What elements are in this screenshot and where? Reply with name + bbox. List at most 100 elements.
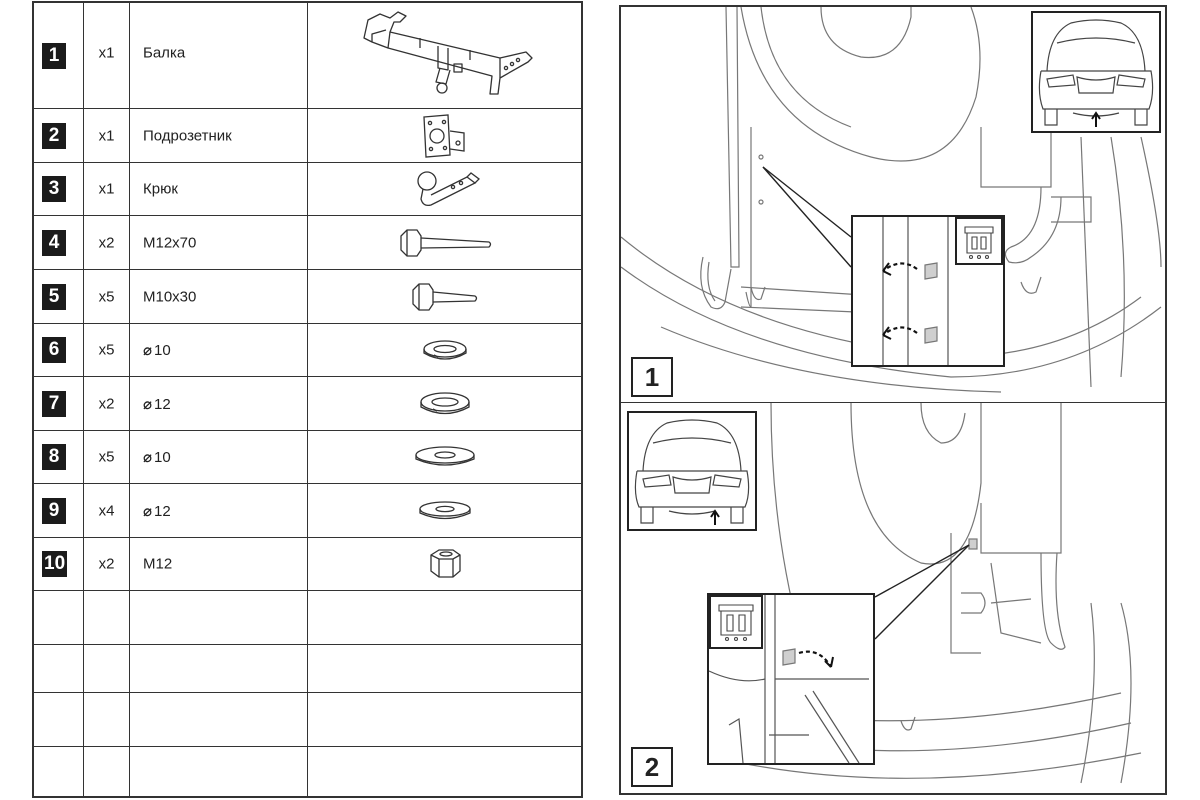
- part-row-4: 4 x2 М12х70: [34, 216, 581, 270]
- part-row-3: 3 x1 Крюк: [34, 163, 581, 216]
- part-name-cell: Крюк: [130, 163, 308, 215]
- part-qty-cell: x2: [84, 538, 130, 590]
- part-name-cell: М10х30: [130, 270, 308, 323]
- callout-lines: [762, 166, 852, 268]
- car-rear-drawing: [634, 419, 750, 525]
- part-row-1: 1 x1 Балка: [34, 3, 581, 109]
- part-qty-cell: x2: [84, 216, 130, 269]
- step-1-panel: 1: [621, 7, 1165, 403]
- part-number-badge: 10: [42, 551, 68, 577]
- part-qty: x1: [98, 44, 115, 62]
- part-name-wrap: ⌀10: [143, 448, 171, 466]
- tow-ball-hook-icon: [416, 171, 480, 207]
- part-name: 12: [154, 395, 171, 413]
- empty-cell: [130, 591, 308, 644]
- part-number-badge: 8: [42, 444, 66, 470]
- towbar-beam-icon: [362, 10, 533, 95]
- empty-row: [34, 645, 581, 693]
- car-rear-view-thumbnail: [1031, 11, 1161, 133]
- empty-cell: [308, 693, 581, 746]
- part-qty-cell: x1: [84, 163, 130, 215]
- part-name: Балка: [143, 44, 186, 62]
- part-number-cell: 9: [34, 484, 84, 537]
- bracket-thumbnail-drawing: [718, 604, 754, 642]
- part-number-badge: 3: [42, 176, 66, 202]
- part-name-wrap: ⌀12: [143, 502, 171, 520]
- car-rear-drawing: [1038, 19, 1154, 127]
- bracket-detail-thumbnail: [709, 595, 763, 649]
- part-qty-cell: x2: [84, 377, 130, 430]
- diameter-symbol: ⌀: [143, 449, 153, 466]
- part-qty-cell: x1: [84, 109, 130, 162]
- part-qty: x5: [98, 288, 115, 305]
- part-image-cell: [308, 109, 581, 162]
- part-name-cell: ⌀10: [130, 431, 308, 483]
- empty-row: [34, 591, 581, 645]
- part-qty-cell: x5: [84, 431, 130, 483]
- empty-cell: [308, 747, 581, 796]
- part-name-cell: М12х70: [130, 216, 308, 269]
- part-image-cell: [308, 377, 581, 430]
- part-number-badge: 5: [42, 283, 66, 310]
- empty-cell: [34, 645, 84, 692]
- part-qty: x5: [98, 448, 115, 466]
- empty-cell: [34, 747, 84, 796]
- spring-washer-icon: [419, 391, 470, 414]
- part-qty: x4: [98, 502, 115, 519]
- part-image-cell: [308, 431, 581, 483]
- part-name: М10х30: [143, 288, 197, 305]
- part-image-cell: [308, 216, 581, 269]
- spring-washer-icon: [422, 340, 467, 360]
- part-qty-cell: x4: [84, 484, 130, 537]
- part-number-badge: 2: [42, 122, 66, 149]
- diameter-symbol: ⌀: [143, 342, 153, 359]
- part-image-cell: [308, 3, 581, 108]
- part-name-wrap: ⌀10: [143, 341, 171, 359]
- part-row-10: 10 x2 М12: [34, 538, 581, 591]
- part-number-badge: 9: [42, 497, 66, 524]
- part-row-8: 8 x5 ⌀10: [34, 431, 581, 484]
- part-name-cell: М12: [130, 538, 308, 590]
- empty-cell: [84, 645, 130, 692]
- part-row-7: 7 x2 ⌀12: [34, 377, 581, 431]
- part-row-5: 5 x5 М10х30: [34, 270, 581, 324]
- installation-diagrams: 1: [619, 5, 1167, 795]
- bolt-short-icon: [411, 282, 477, 311]
- part-qty: x2: [98, 234, 115, 251]
- part-name-cell: ⌀10: [130, 324, 308, 376]
- part-number-badge: 6: [42, 337, 66, 363]
- diameter-symbol: ⌀: [143, 395, 153, 413]
- bracket-thumbnail-drawing: [964, 226, 994, 260]
- part-image-cell: [308, 538, 581, 590]
- part-name: Крюк: [143, 180, 178, 198]
- part-image-cell: [308, 324, 581, 376]
- part-number-badge: 4: [42, 229, 66, 256]
- part-qty: x1: [98, 127, 115, 144]
- empty-cell: [84, 747, 130, 796]
- part-number-cell: 2: [34, 109, 84, 162]
- bracket-plug-removal-drawing: [708, 595, 869, 764]
- hex-nut-icon: [429, 549, 461, 578]
- part-qty: x2: [98, 555, 115, 573]
- part-number-cell: 4: [34, 216, 84, 269]
- part-qty: x1: [98, 180, 115, 198]
- part-number-cell: 10: [34, 538, 84, 590]
- part-number-cell: 6: [34, 324, 84, 376]
- bracket-plug-removal-drawing: [882, 217, 949, 365]
- parts-table: 1 x1 Балка 2 x1 Подрозетник: [32, 1, 583, 798]
- step-2-label: 2: [631, 747, 673, 787]
- part-image-cell: [308, 484, 581, 537]
- part-name-cell: ⌀12: [130, 377, 308, 430]
- bolt-long-icon: [399, 228, 491, 257]
- empty-cell: [130, 645, 308, 692]
- empty-cell: [34, 591, 84, 644]
- part-number-cell: 8: [34, 431, 84, 483]
- part-name-cell: Балка: [130, 3, 308, 108]
- part-name-cell: Подрозетник: [130, 109, 308, 162]
- part-number-cell: 5: [34, 270, 84, 323]
- car-rear-view-thumbnail: [627, 411, 757, 531]
- detail-zoom-inset: [707, 593, 875, 765]
- part-number-badge: 1: [42, 42, 66, 69]
- empty-cell: [84, 693, 130, 746]
- part-name: 10: [154, 449, 171, 466]
